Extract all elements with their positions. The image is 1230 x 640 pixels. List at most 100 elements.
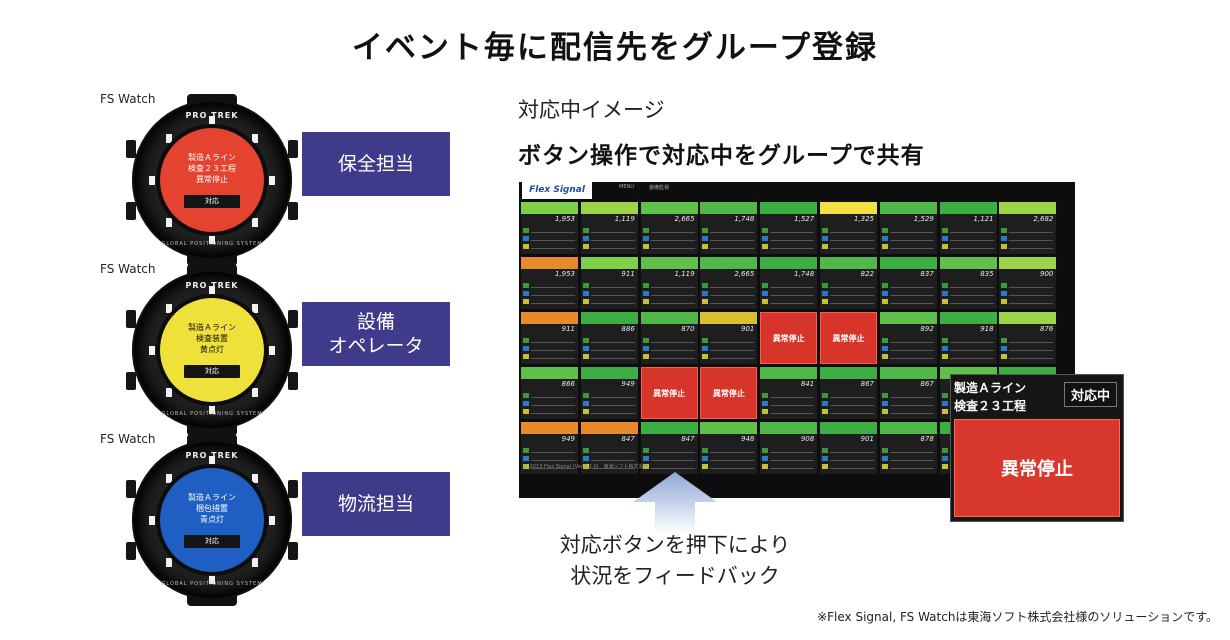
status-cell[interactable]: 911 — [521, 312, 578, 364]
status-cell[interactable]: 908 — [760, 422, 818, 474]
alert-cell[interactable]: 異常停止 — [700, 367, 758, 419]
status-bar — [582, 393, 589, 398]
status-cell[interactable]: 878 — [879, 422, 937, 474]
status-cell[interactable]: 1,748 — [700, 202, 758, 254]
status-bar — [941, 393, 948, 398]
status-bar — [822, 291, 828, 296]
status-cell[interactable]: 2,665 — [640, 202, 698, 254]
alert-cell[interactable]: 異常停止 — [760, 312, 818, 364]
status-bar — [1001, 291, 1008, 296]
watch-message-line: 青点灯 — [200, 515, 224, 524]
status-cell[interactable]: 911 — [580, 257, 638, 309]
status-row-line — [830, 237, 874, 241]
status-row-line — [889, 292, 934, 296]
status-cell[interactable]: 1,325 — [820, 202, 877, 254]
status-row-line — [830, 300, 874, 304]
status-cell[interactable]: 886 — [580, 312, 638, 364]
status-cell[interactable]: 892 — [879, 312, 937, 364]
status-row-line — [590, 339, 635, 343]
watch-side-button — [288, 480, 298, 498]
status-cell[interactable]: 837 — [879, 257, 937, 309]
bezel-marker — [209, 286, 215, 295]
status-row-line — [770, 394, 815, 398]
status-cell[interactable]: 867 — [879, 367, 937, 419]
status-cell[interactable]: 1,527 — [760, 202, 818, 254]
status-bar — [1001, 244, 1008, 249]
board-menu-equipment: 装備監視 — [649, 185, 670, 191]
status-bar — [881, 299, 888, 304]
status-cell-header — [700, 202, 758, 214]
production-count: 841 — [800, 380, 815, 388]
status-cell[interactable]: 901 — [820, 422, 877, 474]
status-cell[interactable]: 822 — [820, 257, 877, 309]
status-row-line — [830, 292, 874, 296]
status-row-line — [770, 300, 815, 304]
status-bar — [941, 401, 948, 406]
respond-button[interactable]: 対応 — [184, 195, 240, 208]
status-row-line — [650, 245, 695, 249]
status-bar — [523, 456, 529, 461]
status-cell[interactable]: 900 — [999, 257, 1057, 309]
production-count: 870 — [681, 325, 695, 333]
status-row-line — [949, 229, 994, 233]
status-cell-header — [700, 422, 758, 434]
status-cell[interactable]: 1,748 — [760, 257, 818, 309]
status-cell-header — [820, 257, 877, 269]
bezel-ring-text: GLOBAL POSITIONING SYSTEM — [161, 241, 263, 247]
status-row-line — [710, 300, 755, 304]
status-cell[interactable]: 901 — [700, 312, 758, 364]
status-bar — [642, 244, 649, 249]
status-cell[interactable]: 1,953 — [521, 257, 578, 309]
status-cell-header — [820, 367, 877, 379]
status-row-line — [590, 457, 635, 461]
status-cell-header — [999, 257, 1057, 269]
status-bar — [582, 354, 589, 359]
status-cell[interactable]: 867 — [820, 367, 877, 419]
alert-cell[interactable]: 異常停止 — [820, 312, 877, 364]
status-cell[interactable]: 2,665 — [700, 257, 758, 309]
status-row-line — [710, 457, 755, 461]
production-count: 949 — [621, 380, 635, 388]
status-cell[interactable]: 847 — [580, 422, 638, 474]
status-cell[interactable]: 1,121 — [939, 202, 997, 254]
status-row-line — [590, 245, 635, 249]
status-cell-header — [879, 312, 937, 324]
status-bar — [523, 291, 529, 296]
alert-cell[interactable]: 異常停止 — [640, 367, 698, 419]
status-cell[interactable]: 948 — [700, 422, 758, 474]
status-bar — [762, 393, 769, 398]
status-row-line — [590, 402, 635, 406]
status-cell[interactable]: 918 — [939, 312, 997, 364]
status-cell[interactable]: 1,119 — [580, 202, 638, 254]
status-bar — [941, 409, 948, 414]
respond-button[interactable]: 対応 — [184, 535, 240, 548]
production-count: 918 — [980, 325, 994, 333]
status-cell[interactable]: 1,953 — [521, 202, 578, 254]
status-bar — [642, 354, 649, 359]
status-cell[interactable]: 835 — [939, 257, 997, 309]
status-row-line — [531, 229, 575, 233]
watch-label: FS Watch — [100, 262, 156, 276]
status-cell[interactable]: 1,529 — [879, 202, 937, 254]
status-cell-header — [580, 422, 638, 434]
respond-button[interactable]: 対応 — [184, 365, 240, 378]
status-cell[interactable]: 2,682 — [999, 202, 1057, 254]
status-cell[interactable]: 866 — [521, 367, 578, 419]
production-count: 1,953 — [554, 270, 575, 278]
status-cell[interactable]: 949 — [521, 422, 578, 474]
status-cell[interactable]: 1,119 — [640, 257, 698, 309]
status-cell[interactable]: 847 — [640, 422, 698, 474]
status-cell-header — [939, 257, 997, 269]
status-cell-header — [521, 312, 578, 324]
status-cell[interactable]: 949 — [580, 367, 638, 419]
status-cell-header — [640, 422, 698, 434]
status-cell[interactable]: 870 — [640, 312, 698, 364]
status-row-line — [590, 300, 635, 304]
status-row-line — [830, 245, 874, 249]
status-cell[interactable]: 841 — [760, 367, 818, 419]
status-row-line — [1009, 300, 1054, 304]
status-row-line — [1009, 245, 1054, 249]
production-count: 847 — [621, 435, 635, 443]
status-cell[interactable]: 876 — [999, 312, 1057, 364]
status-bar — [702, 338, 709, 343]
